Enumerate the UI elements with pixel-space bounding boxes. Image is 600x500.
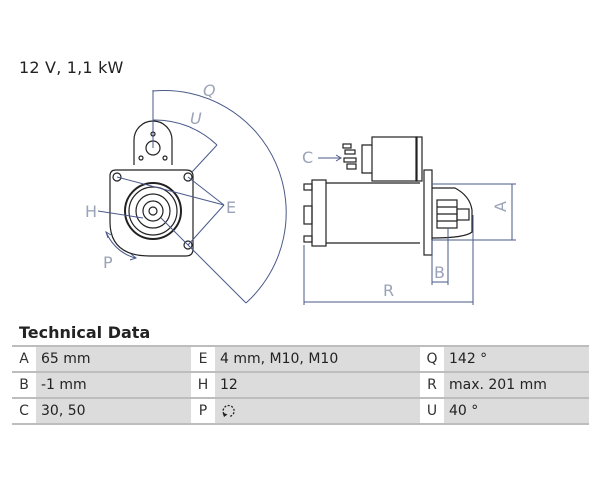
- table-row: A 65 mm E 4 mm, M10, M10 Q 142 °: [12, 345, 589, 372]
- param-value: max. 201 mm: [444, 371, 589, 398]
- param-key: A: [12, 345, 36, 372]
- param-key: B: [12, 371, 36, 398]
- param-value: 40 °: [444, 397, 589, 425]
- param-key: H: [191, 371, 215, 398]
- front-view-dimensions: [97, 90, 287, 304]
- starter-motor-technical-drawing: Q U E H P C A B R: [85, 81, 516, 305]
- param-value: 4 mm, M10, M10: [215, 345, 420, 372]
- label-H: H: [85, 202, 97, 221]
- label-P: P: [103, 253, 113, 272]
- rotation-counterclockwise-icon: [222, 404, 235, 418]
- label-E: E: [226, 198, 236, 217]
- technical-data-table: A 65 mm E 4 mm, M10, M10 Q 142 ° B -1 mm…: [12, 345, 589, 425]
- side-view: [303, 136, 473, 256]
- table-row: C 30, 50 P U 40 °: [12, 397, 589, 425]
- side-view-dimensions: [303, 154, 516, 305]
- param-key: Q: [420, 345, 444, 372]
- param-key: P: [191, 397, 215, 425]
- label-B: B: [434, 263, 445, 282]
- label-C: C: [302, 148, 313, 167]
- table-row: B -1 mm H 12 R max. 201 mm: [12, 371, 589, 398]
- technical-data-title: Technical Data: [19, 323, 151, 342]
- voltage-power-spec: 12 V, 1,1 kW: [19, 58, 124, 77]
- front-view: [109, 120, 194, 257]
- param-key: U: [420, 397, 444, 425]
- param-value: 65 mm: [36, 345, 191, 372]
- param-key: R: [420, 371, 444, 398]
- param-value: 12: [215, 371, 420, 398]
- param-value: -1 mm: [36, 371, 191, 398]
- label-U: U: [190, 109, 202, 128]
- param-key: E: [191, 345, 215, 372]
- param-value-rotation: [215, 397, 420, 425]
- param-value: 142 °: [444, 345, 589, 372]
- label-R: R: [383, 281, 394, 300]
- param-value: 30, 50: [36, 397, 191, 425]
- label-A: A: [491, 201, 510, 212]
- param-key: C: [12, 397, 36, 425]
- label-Q: Q: [203, 81, 216, 100]
